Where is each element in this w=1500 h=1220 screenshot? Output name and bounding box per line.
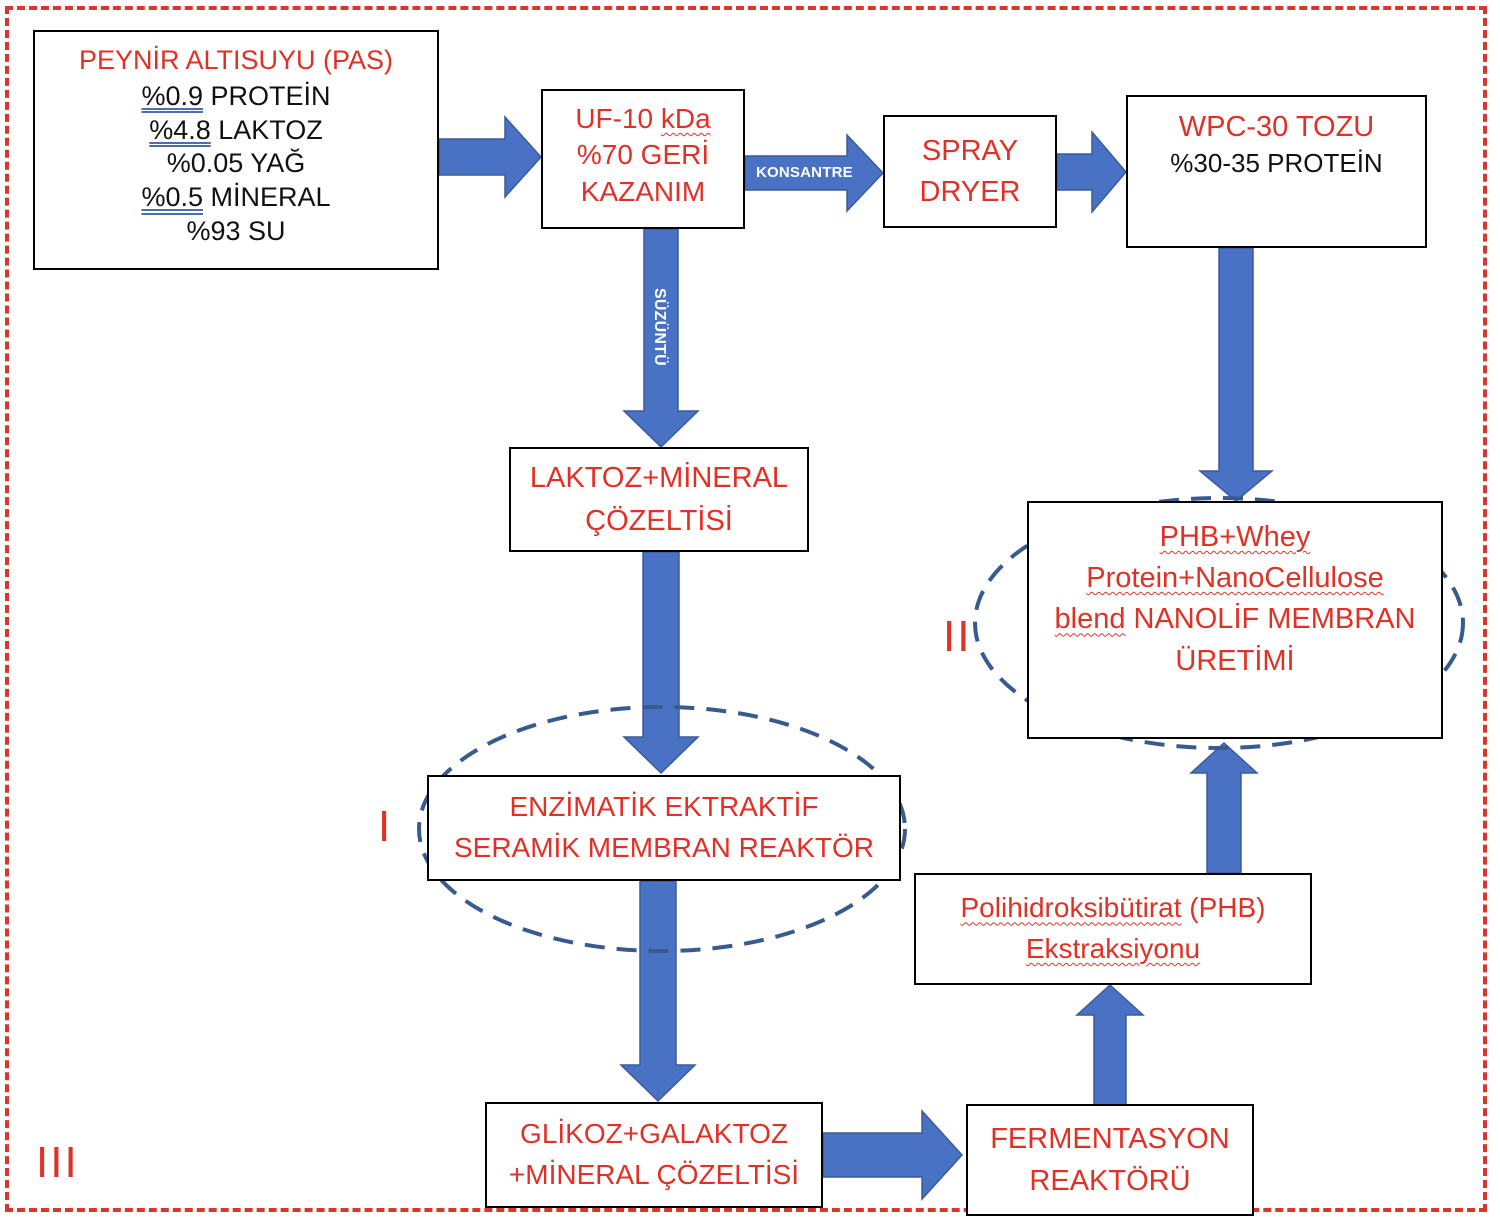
uf-line1-prefix: UF-10	[575, 103, 661, 134]
enzim-line2: SERAMİK MEMBRAN REAKTÖR	[454, 828, 874, 869]
node-nanolif-membran: PHB+Whey Protein+NanoCellulose blend NAN…	[1027, 501, 1443, 739]
pas-mineral: %0.5 MİNERAL	[141, 181, 330, 215]
node-fermentasyon-reaktoru: FERMENTASYON REAKTÖRÜ	[966, 1104, 1254, 1216]
uf-line1: UF-10 kDa	[575, 101, 710, 137]
pas-laktoz-value: %4.8	[149, 115, 211, 145]
node-glikoz-galaktoz: GLİKOZ+GALAKTOZ +MİNERAL ÇÖZELTİSİ	[485, 1102, 823, 1208]
membran-line3-rest: NANOLİF MEMBRAN	[1125, 603, 1415, 635]
enzim-line1: ENZİMATİK EKTRAKTİF	[509, 787, 818, 828]
phb-line2: Ekstraksiyonu	[1026, 929, 1200, 970]
pas-protein: %0.9 PROTEİN	[141, 80, 330, 114]
laktoz-line1: LAKTOZ+MİNERAL	[530, 457, 788, 499]
group-label-ii: II	[943, 615, 971, 659]
node-laktoz-mineral: LAKTOZ+MİNERAL ÇÖZELTİSİ	[509, 447, 809, 552]
arrow-wpc-to-membran	[1200, 248, 1272, 501]
pas-su-value: %93	[186, 216, 240, 246]
pas-yag: %0.05 YAĞ	[167, 147, 306, 181]
pas-laktoz-label: LAKTOZ	[211, 115, 323, 145]
membran-line2: Protein+NanoCellulose	[1086, 558, 1383, 599]
arrow-laktoz-to-enzim	[624, 552, 698, 773]
phb-line1-name: Polihidroksibütirat	[961, 892, 1182, 923]
group-label-iii: III	[36, 1141, 79, 1185]
pas-yag-value: %0.05	[167, 148, 244, 178]
ferm-line2: REAKTÖRÜ	[1029, 1160, 1190, 1202]
spray-line2: DRYER	[920, 172, 1021, 213]
pas-protein-label: PROTEİN	[203, 81, 331, 111]
konsantre-label: KONSANTRE	[756, 164, 853, 181]
node-enzimatik-reaktor: ENZİMATİK EKTRAKTİF SERAMİK MEMBRAN REAK…	[427, 775, 901, 881]
pas-su: %93 SU	[186, 215, 285, 249]
uf-line2: %70 GERİ	[577, 137, 709, 173]
group-label-i: I	[378, 805, 392, 849]
pas-title: PEYNİR ALTISUYU (PAS)	[79, 44, 393, 78]
ferm-line1: FERMENTASYON	[990, 1118, 1230, 1160]
laktoz-line2: ÇÖZELTİSİ	[585, 500, 733, 542]
phb-line1: Polihidroksibütirat (PHB)	[961, 888, 1266, 929]
suzuntu-label: SÜZÜNTÜ	[650, 288, 668, 366]
uf-line1-unit: kDa	[661, 103, 711, 134]
pas-su-label: SU	[241, 216, 286, 246]
arrow-fermentasyon-to-phb	[1077, 985, 1143, 1106]
node-spray-dryer: SPRAY DRYER	[883, 115, 1057, 228]
phb-line2-text: Ekstraksiyonu	[1026, 933, 1200, 964]
arrow-enzim-to-glikoz	[621, 881, 695, 1101]
uf-line3: KAZANIM	[581, 174, 705, 210]
arrow-pas-to-uf	[439, 117, 541, 197]
arrow-phb-to-membran	[1191, 743, 1257, 873]
node-wpc-30-tozu: WPC-30 TOZU %30-35 PROTEİN	[1126, 95, 1427, 248]
node-phb-ekstraksiyonu: Polihidroksibütirat (PHB) Ekstraksiyonu	[914, 873, 1312, 985]
arrow-spray-to-wpc	[1057, 132, 1126, 212]
membran-line1: PHB+Whey	[1160, 517, 1311, 558]
pas-mineral-label: MİNERAL	[203, 182, 331, 212]
membran-line1-text: PHB+Whey	[1160, 521, 1311, 553]
pas-yag-label: YAĞ	[243, 148, 305, 178]
membran-line3-blend: blend	[1055, 603, 1126, 635]
wpc-title: WPC-30 TOZU	[1179, 109, 1375, 147]
node-peynir-altisuyu: PEYNİR ALTISUYU (PAS) %0.9 PROTEİN %4.8 …	[33, 30, 439, 270]
pas-mineral-value: %0.5	[141, 182, 203, 212]
membran-line4: ÜRETİMİ	[1175, 641, 1294, 682]
membran-line2-text: Protein+NanoCellulose	[1086, 562, 1383, 594]
node-uf-10kda: UF-10 kDa %70 GERİ KAZANIM	[541, 89, 745, 229]
spray-line1: SPRAY	[922, 131, 1018, 172]
glikoz-line1: GLİKOZ+GALAKTOZ	[520, 1114, 788, 1155]
pas-laktoz: %4.8 LAKTOZ	[149, 114, 323, 148]
phb-line1-abbr: (PHB)	[1182, 892, 1266, 923]
membran-line3: blend NANOLİF MEMBRAN	[1055, 599, 1416, 640]
wpc-subtitle: %30-35 PROTEİN	[1170, 147, 1382, 181]
pas-protein-value: %0.9	[141, 81, 203, 111]
arrow-glikoz-to-fermentasyon	[823, 1111, 962, 1199]
glikoz-line2: +MİNERAL ÇÖZELTİSİ	[509, 1155, 799, 1196]
